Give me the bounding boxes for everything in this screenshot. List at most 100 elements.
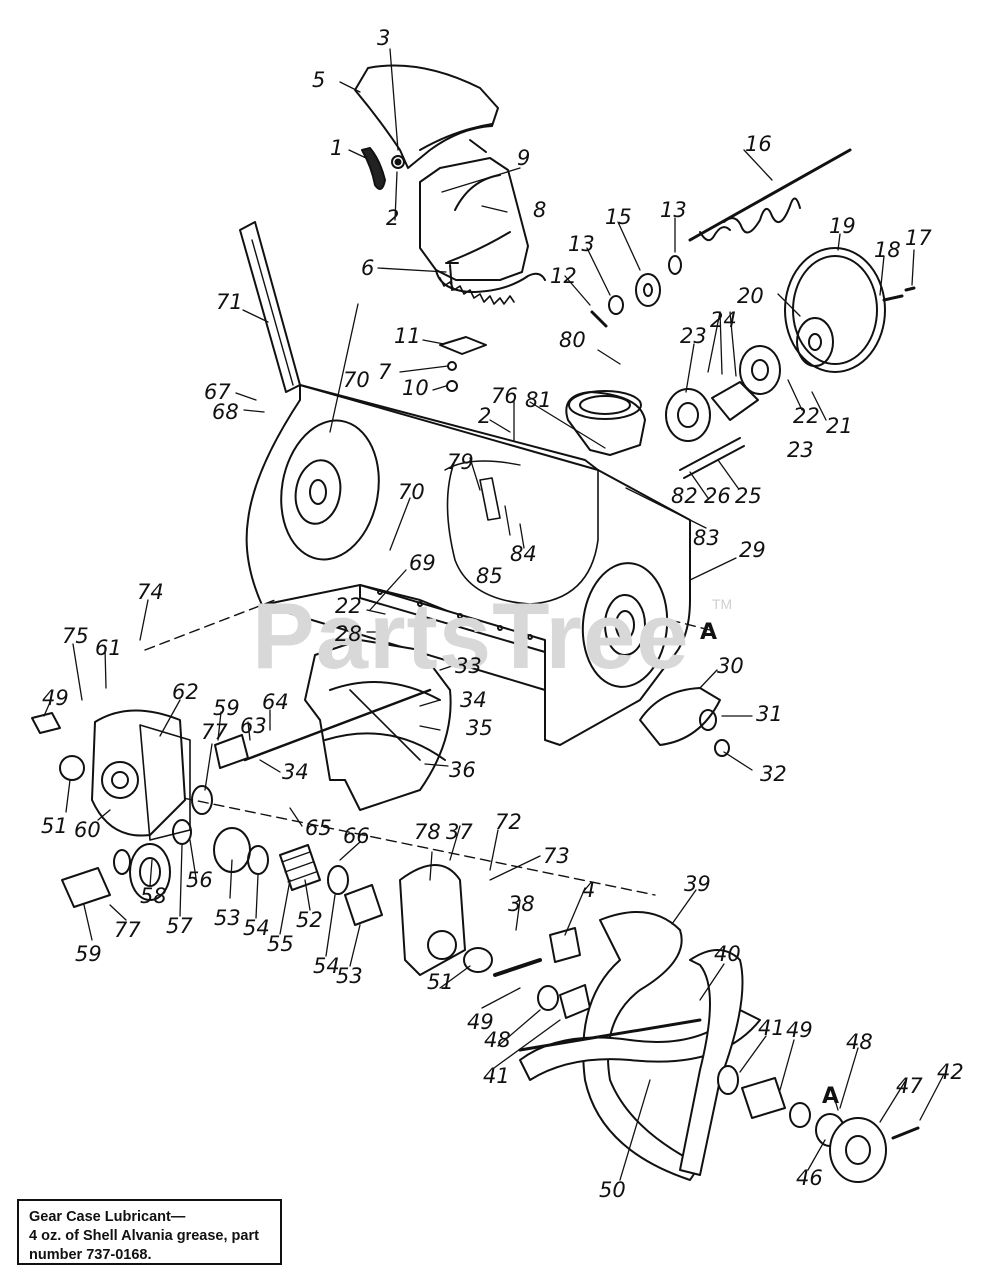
gear-case-left <box>91 709 186 837</box>
part-label: 31 <box>756 702 783 726</box>
part-label: 10 <box>402 376 429 400</box>
part-label: 37 <box>446 820 473 844</box>
part-label: 34 <box>282 760 309 784</box>
part-label: 28 <box>335 622 362 646</box>
part-label: 59 <box>213 696 240 720</box>
part-label: 68 <box>212 400 239 424</box>
part-label: 6 <box>361 256 375 280</box>
part-label: 78 <box>414 820 441 844</box>
part-label: 2 <box>478 404 492 428</box>
part-label: 23 <box>787 438 814 462</box>
part-label: 34 <box>460 688 487 712</box>
part-label: 62 <box>172 680 199 704</box>
part-label: 61 <box>95 636 122 660</box>
part-label: 53 <box>336 964 363 988</box>
part-label: 19 <box>829 214 856 238</box>
part-label: 77 <box>114 918 141 942</box>
part-label: 17 <box>905 226 932 250</box>
chute-deflector <box>354 64 499 169</box>
part-label: 12 <box>550 264 577 288</box>
part-label: 26 <box>704 484 731 508</box>
knob <box>361 147 386 190</box>
part-label: 48 <box>846 1030 873 1054</box>
watermark: PartsTree <box>252 583 690 688</box>
part-label: 53 <box>214 906 241 930</box>
part-label: 32 <box>760 762 787 786</box>
part-label: 1 <box>330 136 344 160</box>
part-label: 22 <box>793 404 820 428</box>
part-label: 71 <box>216 290 243 314</box>
part-label: 80 <box>559 328 586 352</box>
part-label: 50 <box>599 1178 626 1202</box>
part-label: 35 <box>466 716 493 740</box>
part-label: 65 <box>305 816 332 840</box>
part-label: 22 <box>335 594 362 618</box>
part-label: 48 <box>484 1028 511 1052</box>
note-line: Gear Case Lubricant— <box>29 1209 186 1225</box>
part-label: 66 <box>343 824 370 848</box>
note-line: 4 oz. of Shell Alvania grease, part <box>29 1228 259 1244</box>
part-label: 54 <box>243 916 270 940</box>
part-label: 16 <box>745 132 772 156</box>
auger-flight <box>582 911 701 1181</box>
part-label: 15 <box>605 205 632 229</box>
part-label: 21 <box>826 414 853 438</box>
part-label: 23 <box>680 324 707 348</box>
part-label: 20 <box>737 284 764 308</box>
part-label: 81 <box>525 388 552 412</box>
part-label: 38 <box>508 892 535 916</box>
part-label: 46 <box>796 1166 823 1190</box>
part-label: 51 <box>427 970 454 994</box>
part-label: 8 <box>533 198 547 222</box>
part-label: 5 <box>312 68 326 92</box>
end-bearing-flange <box>829 1117 887 1183</box>
part-label: 4 <box>582 878 596 902</box>
part-label: 54 <box>313 954 340 978</box>
part-label: 67 <box>204 380 231 404</box>
part-label: 75 <box>62 624 89 648</box>
discharge-chute <box>419 157 529 281</box>
part-label: 74 <box>137 580 164 604</box>
part-label: 76 <box>491 384 518 408</box>
part-label: A <box>822 1084 840 1109</box>
part-label: 85 <box>476 564 503 588</box>
part-label: 58 <box>140 884 167 908</box>
part-label: 57 <box>166 914 193 938</box>
part-label: 69 <box>409 551 436 575</box>
part-label: A <box>700 620 718 645</box>
part-label: 24 <box>710 308 737 332</box>
part-label: 52 <box>296 908 323 932</box>
worm-shaft <box>688 148 852 242</box>
part-label: 33 <box>455 654 482 678</box>
part-label: 72 <box>495 810 522 834</box>
part-label: 59 <box>75 942 102 966</box>
part-label: 49 <box>467 1010 494 1034</box>
part-label: 77 <box>201 720 228 744</box>
part-label: 9 <box>517 146 531 170</box>
watermark-trademark: TM <box>712 596 733 612</box>
part-label: 63 <box>240 714 267 738</box>
part-label: 42 <box>937 1060 964 1084</box>
part-label: 70 <box>343 368 370 392</box>
part-label: 30 <box>717 654 744 678</box>
part-label: 51 <box>41 814 68 838</box>
part-label: 47 <box>896 1074 923 1098</box>
part-label: 39 <box>684 872 711 896</box>
gear-case-right <box>399 864 466 976</box>
part-label: 40 <box>714 942 741 966</box>
part-label: 13 <box>568 232 595 256</box>
part-label: 55 <box>267 932 294 956</box>
part-label: 7 <box>378 360 392 384</box>
part-label: 56 <box>186 868 213 892</box>
part-label: 18 <box>874 238 901 262</box>
part-label: 13 <box>660 198 687 222</box>
part-label: 2 <box>386 206 400 230</box>
part-label: 11 <box>394 324 421 348</box>
chute-crank-bracket <box>239 221 301 393</box>
part-label: 41 <box>483 1064 510 1088</box>
part-label: 60 <box>74 818 101 842</box>
part-label: 36 <box>449 758 476 782</box>
part-label: 79 <box>447 450 474 474</box>
